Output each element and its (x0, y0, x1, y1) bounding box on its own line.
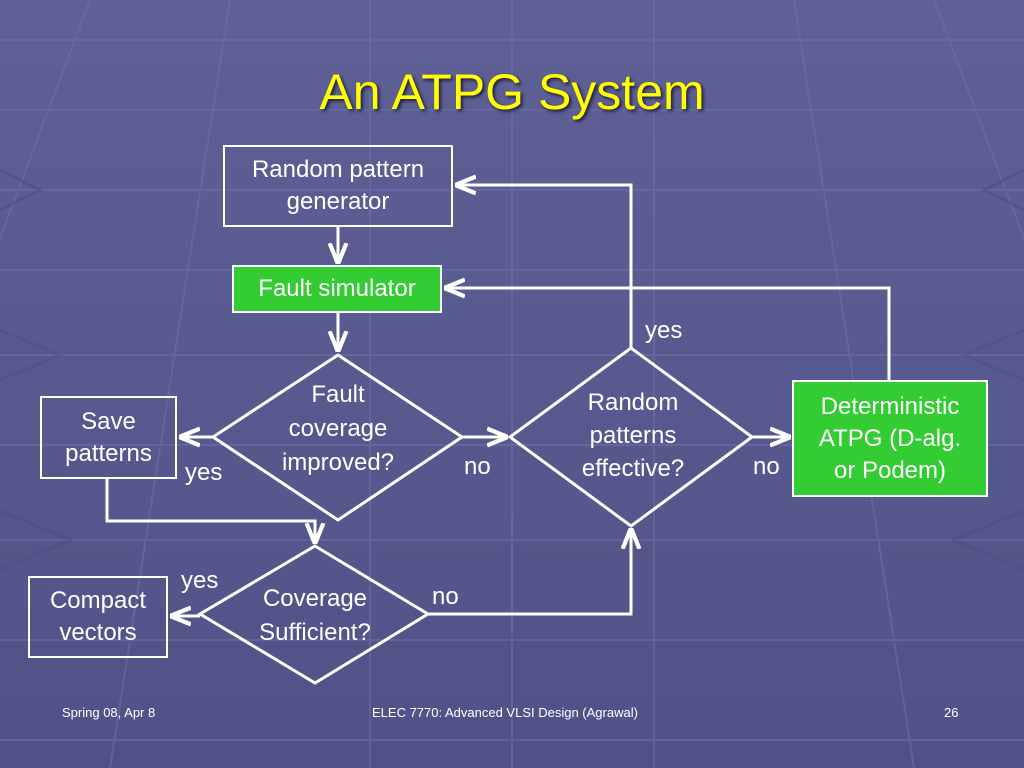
random-effective-diamond (507, 346, 755, 528)
compact-vectors-box: Compact vectors (28, 576, 168, 658)
coverage-sufficient-question: Coverage Sufficient? (259, 585, 371, 646)
random-pattern-generator-box: Random pattern generator (223, 145, 453, 227)
save-patterns-label: Save patterns (65, 407, 152, 467)
coverage-sufficient-diamond (197, 544, 431, 685)
fault-coverage-diamond (210, 353, 465, 522)
deterministic-atpg-box: Deterministic ATPG (D-alg. or Podem) (792, 380, 988, 497)
edge-sufficient-no-to-random (428, 530, 631, 616)
fault-coverage-question: Fault coverage improved? (281, 381, 395, 476)
edge-label-no-coverage: no (432, 583, 459, 610)
save-patterns-box: Save patterns (40, 396, 177, 479)
footer-page-number: 26 (944, 705, 959, 720)
edge-label-yes-compact: yes (181, 567, 219, 594)
edge-label-yes-random: yes (645, 317, 683, 344)
slide-title: An ATPG System (319, 64, 705, 120)
deterministic-atpg-label: Deterministic ATPG (D-alg. or Podem) (818, 392, 962, 484)
edge-label-no-random: no (753, 453, 780, 480)
edge-label-no-fault-coverage: no (464, 453, 491, 480)
fault-simulator-label: Fault simulator (258, 275, 416, 302)
compact-vectors-label: Compact vectors (49, 587, 147, 646)
edge-random-yes-to-gen (457, 185, 633, 348)
footer-course: ELEC 7770: Advanced VLSI Design (Agrawal… (372, 705, 638, 720)
footer-date: Spring 08, Apr 8 (62, 705, 156, 720)
edge-label-yes-save: yes (185, 459, 223, 486)
random-pattern-generator-label: Random pattern generator (251, 156, 425, 215)
fault-simulator-box: Fault simulator (232, 265, 442, 313)
random-effective-question: Random patterns effective? (581, 389, 685, 482)
edge-save-to-sufficient (105, 479, 315, 542)
edge-deterministic-to-sim (446, 288, 891, 380)
